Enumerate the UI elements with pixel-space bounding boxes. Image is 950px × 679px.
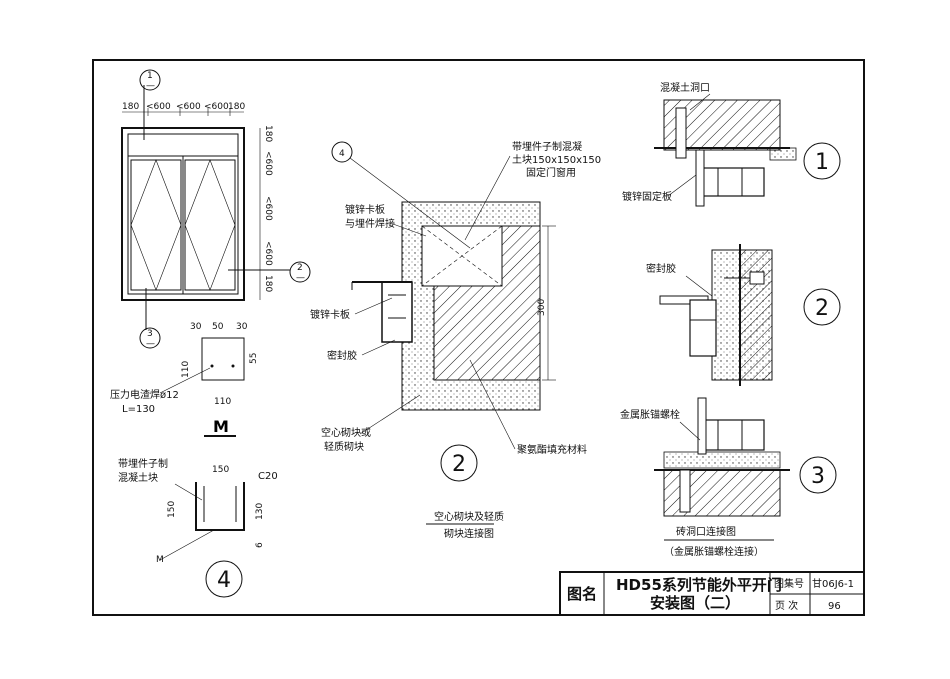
m-note-length: L=130 [122, 404, 155, 415]
atlas-no-label: 图集号 [774, 577, 804, 590]
d2-note-block-2: 土块150x150x150 [512, 153, 601, 166]
atlas-no-value: 甘06J6-1 [812, 577, 854, 590]
title-line-1: HD55系列节能外平开门 [616, 576, 782, 594]
title-block: 图名 HD55系列节能外平开门 安装图（二） 图集号 甘06J6-1 页 次 9… [559, 571, 865, 616]
detail-2: 300 4 带埋件子制混凝 土块150x150x150 固定门窗用 镀锌卡板 与… [310, 140, 601, 540]
elev-dim-right-3: <600 [263, 196, 273, 221]
detail-2-number: 2 [452, 452, 466, 477]
m-dim-top-1: 30 [190, 322, 202, 332]
d4-dim-top: 150 [212, 465, 229, 475]
r3-caption-2: （金属胀锚螺栓连接） [664, 545, 764, 558]
d4-note-2: 混凝土块 [118, 471, 158, 484]
d2-callout-4: 4 [339, 149, 345, 159]
detail-right-1: 混凝土洞口 镀锌固定板 1 [622, 81, 841, 207]
callout-1-number: 1 [147, 71, 153, 81]
elev-dim-right-1: 180 [263, 125, 273, 142]
d2-caption-2: 砌块连接图 [444, 527, 494, 540]
m-dim-top-2: 50 [212, 322, 224, 332]
elev-dim-top-2: <600 [146, 102, 171, 112]
m-dim-left: 110 [181, 361, 191, 378]
d2-note-seal: 密封胶 [327, 349, 357, 362]
callout-3-sub: — [146, 339, 155, 349]
d4-dim-bottom: 6 [255, 542, 265, 548]
detail-right-2-number: 2 [815, 296, 829, 321]
sheet-border [92, 59, 865, 616]
d2-note-block-1: 带埋件子制混凝 [512, 140, 582, 153]
d4-grade: C20 [258, 471, 278, 482]
title-line-2: 安装图（二） [650, 594, 740, 612]
d4-m-mark: M [156, 555, 164, 565]
callout-2-sub: — [296, 273, 305, 283]
m-dim-top-3: 30 [236, 322, 248, 332]
page-no-label: 页 次 [775, 599, 798, 612]
d4-dim-inner: 130 [255, 503, 265, 520]
elev-dim-top-5: 180 [228, 102, 245, 112]
d4-dim-side: 150 [167, 501, 177, 518]
d2-note-wall-1: 空心砌块或 [321, 426, 371, 439]
r2-note-seal: 密封胶 [646, 262, 676, 275]
detail-right-1-number: 1 [815, 150, 829, 175]
detail-m: 30 50 30 110 55 110 压力电渣焊ø12 L=130 M [110, 322, 259, 437]
detail-right-3: 金属胀锚螺栓 3 砖洞口连接图 （金属胀锚螺栓连接） [620, 397, 837, 558]
elev-dim-top-1: 180 [122, 102, 139, 112]
door-elevation: 180 <600 <600 <600 180 180 <600 <600 <60… [121, 69, 311, 349]
r3-caption-1: 砖洞口连接图 [676, 525, 736, 538]
callout-1-sub: — [146, 81, 155, 91]
callout-3-number: 3 [147, 329, 153, 339]
elev-dim-top-3: <600 [176, 102, 201, 112]
d2-note-foam: 聚氨酯填充材料 [517, 443, 587, 456]
d2-caption-1: 空心砌块及轻质 [434, 510, 504, 523]
detail-right-3-number: 3 [811, 464, 825, 489]
detail-4: 150 150 130 6 C20 带埋件子制 混凝土块 M 4 [118, 457, 278, 598]
d2-dim-300: 300 [537, 299, 547, 316]
m-label: M [213, 417, 229, 436]
d2-note-plate-3: 镀锌卡板 [310, 308, 350, 321]
elev-dim-right-4: <600 [263, 241, 273, 266]
d4-note-1: 带埋件子制 [118, 457, 168, 470]
page-no-value: 96 [828, 601, 841, 612]
detail-right-2: 密封胶 2 [646, 244, 841, 386]
callout-2-number: 2 [297, 263, 303, 273]
r1-note-fix: 镀锌固定板 [622, 190, 672, 203]
m-dim-bottom: 110 [214, 397, 231, 407]
title-name-label: 图名 [567, 585, 597, 603]
elev-dim-right-2: <600 [263, 151, 273, 176]
elev-dim-top-4: <600 [204, 102, 229, 112]
d2-note-plate-1: 镀锌卡板 [345, 203, 385, 216]
m-dim-right: 55 [249, 353, 259, 364]
elev-dim-right-5: 180 [263, 275, 273, 292]
d2-note-block-3: 固定门窗用 [526, 166, 576, 179]
detail-4-number: 4 [217, 568, 231, 593]
r3-note-anchor: 金属胀锚螺栓 [620, 408, 680, 421]
d2-note-plate-2: 与埋件焊接 [345, 217, 395, 230]
m-note-weld: 压力电渣焊ø12 [110, 388, 179, 401]
r1-note-concrete: 混凝土洞口 [660, 81, 710, 94]
d2-note-wall-2: 轻质砌块 [324, 440, 364, 453]
